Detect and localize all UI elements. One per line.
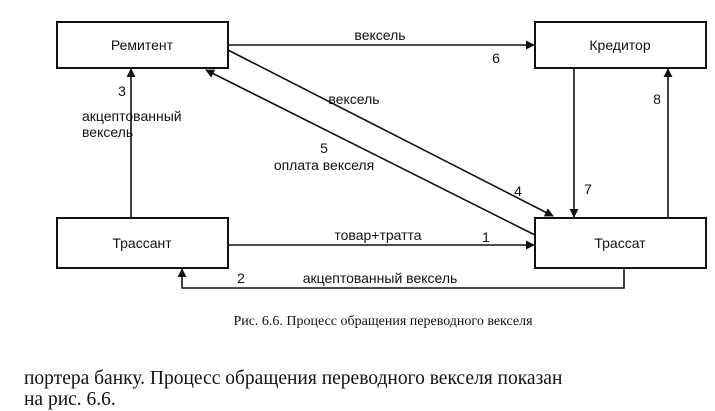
edge-1-label: товар+тратта (334, 227, 421, 243)
edge-8-num: 8 (653, 91, 661, 107)
edge-3-label-line2: вексель (82, 124, 133, 140)
node-kreditor: Кредитор (534, 21, 707, 69)
node-trassat-label: Трассат (594, 235, 646, 251)
edge-6: вексель 6 (228, 27, 535, 66)
figure-caption: Рис. 6.6. Процесс обращения переводного … (233, 314, 533, 329)
edge-3-num: 3 (118, 83, 126, 99)
edge-8: 8 (653, 68, 673, 218)
node-remitent-label: Ремитент (111, 37, 174, 53)
edge-5-label: оплата векселя (274, 157, 374, 173)
edge-4: вексель 4 (227, 49, 554, 217)
node-trassant-label: Трассант (112, 235, 172, 251)
node-trassat: Трассат (534, 217, 707, 269)
edge-7-num: 7 (584, 181, 592, 197)
body-paragraph: портера банку. Процесс обращения перевод… (24, 368, 714, 410)
edge-4-label: вексель (328, 91, 379, 107)
node-remitent: Ремитент (56, 21, 229, 69)
edge-3-label-line1: акцептованный (82, 108, 182, 124)
edge-2-label: акцептованный вексель (303, 270, 458, 286)
edge-4-num: 4 (514, 183, 522, 199)
node-trassant: Трассант (56, 217, 229, 269)
body-text-line-2: на рис. 6.6. (24, 389, 116, 410)
edge-1-num: 1 (482, 229, 490, 245)
edge-7: 7 (569, 68, 592, 218)
edge-5-num: 5 (320, 140, 328, 156)
edge-2: 2 акцептованный вексель (177, 268, 625, 289)
edge-3: 3 акцептованный вексель (82, 68, 182, 218)
edge-1: товар+тратта 1 (228, 227, 535, 250)
body-text-line-1: портера банку. Процесс обращения перевод… (24, 368, 563, 389)
node-kreditor-label: Кредитор (589, 37, 650, 53)
edge-6-label: вексель (354, 27, 405, 43)
edge-6-num: 6 (492, 50, 500, 66)
edge-2-num: 2 (237, 270, 245, 286)
edge-5: 5 оплата векселя (205, 69, 536, 236)
